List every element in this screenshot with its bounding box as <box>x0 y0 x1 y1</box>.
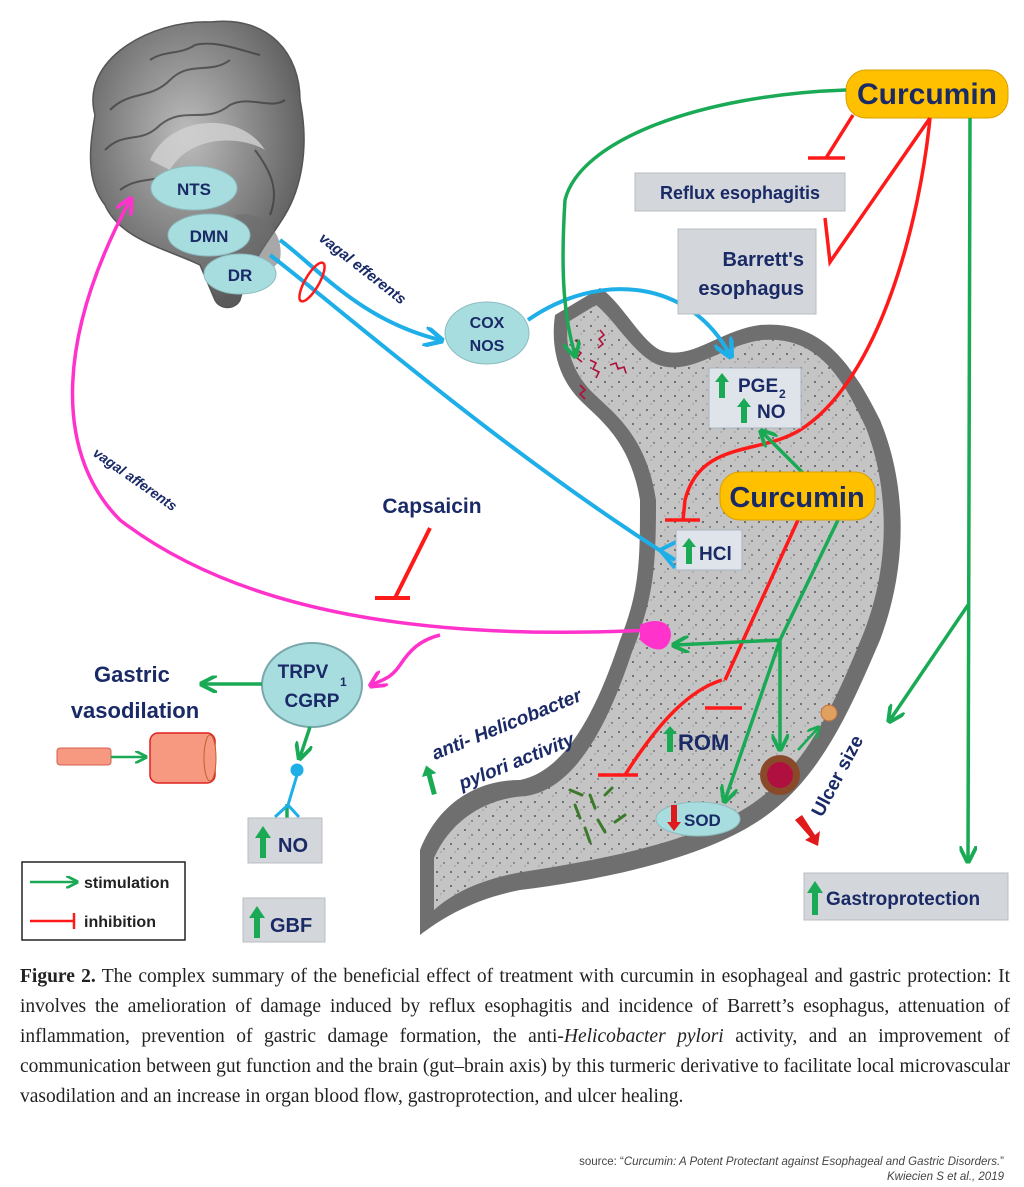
svg-text:COX: COX <box>470 315 505 332</box>
capsaicin-label: Capsaicin <box>382 495 481 518</box>
svg-text:NTS: NTS <box>177 180 211 199</box>
svg-text:esophagus: esophagus <box>698 278 804 300</box>
svg-text:HCl: HCl <box>699 544 732 565</box>
svg-text:NO: NO <box>757 402 786 423</box>
node-cox-nos: COX NOS <box>444 301 530 365</box>
vagotomy-marker <box>298 261 326 303</box>
curcumin-top-node: Curcumin <box>845 69 1009 119</box>
stomach-illustration <box>420 288 901 935</box>
pge2-no-box: PGE 2 NO <box>708 367 802 429</box>
svg-text:GBF: GBF <box>270 915 312 937</box>
up-arrow-icon <box>663 726 677 752</box>
sod-node: SOD <box>655 801 741 837</box>
svg-text:Barrett's: Barrett's <box>723 249 804 271</box>
source-title: Curcumin: A Potent Protectant against Es… <box>623 1156 1001 1168</box>
svg-text:Reflux esophagitis: Reflux esophagitis <box>660 183 820 203</box>
vagal-efferent-pathway <box>268 238 730 570</box>
trpv1-cgrp-node: TRPV 1 CGRP <box>261 642 363 728</box>
legend-stimulation: stimulation <box>30 875 169 892</box>
rom-label: ROM <box>663 726 729 755</box>
svg-text:ROM: ROM <box>678 730 729 755</box>
blood-vessel-icon <box>56 732 217 784</box>
legend-inhibition: inhibition <box>30 913 156 931</box>
inhibition-bar-icon <box>30 913 76 929</box>
node-dmn: DMN <box>167 213 251 257</box>
reflux-esophagitis-box: Reflux esophagitis <box>634 172 846 212</box>
up-arrow-icon <box>421 765 437 796</box>
svg-text:2: 2 <box>779 387 786 401</box>
up-arrow-icon <box>682 538 696 564</box>
svg-text:TRPV: TRPV <box>278 662 329 683</box>
barretts-esophagus-box: Barrett's esophagus <box>677 228 817 315</box>
figure-caption: Figure 2. The complex summary of the ben… <box>20 962 1010 1112</box>
figure-label: Figure 2. <box>20 966 96 987</box>
curcumin-stomach-pathways <box>598 432 840 800</box>
curcumin-top-pathways <box>561 88 970 860</box>
legend: stimulation inhibition <box>21 861 186 941</box>
curcumin-diagram: NTS DMN DR <box>21 20 1009 943</box>
svg-text:PGE: PGE <box>738 376 778 397</box>
svg-text:Gastroprotection: Gastroprotection <box>826 889 980 910</box>
svg-text:SOD: SOD <box>684 811 721 830</box>
gastric-vasodilation-label: Gastric vasodilation <box>71 662 199 723</box>
svg-text:NO: NO <box>278 835 308 857</box>
up-arrow-icon <box>715 373 729 398</box>
svg-text:NOS: NOS <box>470 338 505 355</box>
svg-text:CGRP: CGRP <box>285 691 340 712</box>
vagal-efferents-label: vagal efferents <box>316 230 410 308</box>
caption-italic: Helicobacter pylori <box>563 1026 724 1047</box>
node-dr: DR <box>203 253 277 295</box>
vagal-afferent-pathway <box>70 200 651 685</box>
svg-text:DR: DR <box>228 266 253 285</box>
svg-text:Curcumin: Curcumin <box>857 78 997 111</box>
nerve-ending-icon <box>640 620 671 650</box>
up-arrow-icon <box>807 881 823 915</box>
down-arrow-icon <box>795 815 820 846</box>
source-prefix: source: “ <box>579 1156 624 1168</box>
caption-text-2: activity, and an improvement of communic… <box>20 1026 1011 1107</box>
curcumin-stomach-node: Curcumin <box>719 471 876 521</box>
caption-text-1: The complex summary of the beneficial ef… <box>20 966 1010 1047</box>
source-authors: Kwiecien S et al., 2019 <box>887 1171 1004 1183</box>
up-arrow-icon <box>255 826 271 858</box>
svg-text:stimulation: stimulation <box>84 875 169 892</box>
gastroprotection-box: Gastroprotection <box>803 872 1009 921</box>
down-arrow-icon <box>667 805 681 831</box>
receptor-icon <box>273 763 304 819</box>
hcl-box: HCl <box>675 529 743 571</box>
gbf-box: GBF <box>242 897 326 943</box>
no-box: NO <box>247 817 323 864</box>
up-arrow-icon <box>249 906 265 938</box>
svg-text:DMN: DMN <box>190 227 229 246</box>
svg-text:inhibition: inhibition <box>84 914 156 931</box>
svg-text:1: 1 <box>340 675 347 689</box>
source-suffix: ” <box>1000 1156 1004 1168</box>
source-citation: source: “Curcumin: A Potent Protectant a… <box>579 1155 1004 1185</box>
node-nts: NTS <box>150 165 238 211</box>
capsaicin-inhibition <box>375 527 432 600</box>
up-arrow-icon <box>737 398 751 423</box>
svg-text:Curcumin: Curcumin <box>729 482 864 514</box>
